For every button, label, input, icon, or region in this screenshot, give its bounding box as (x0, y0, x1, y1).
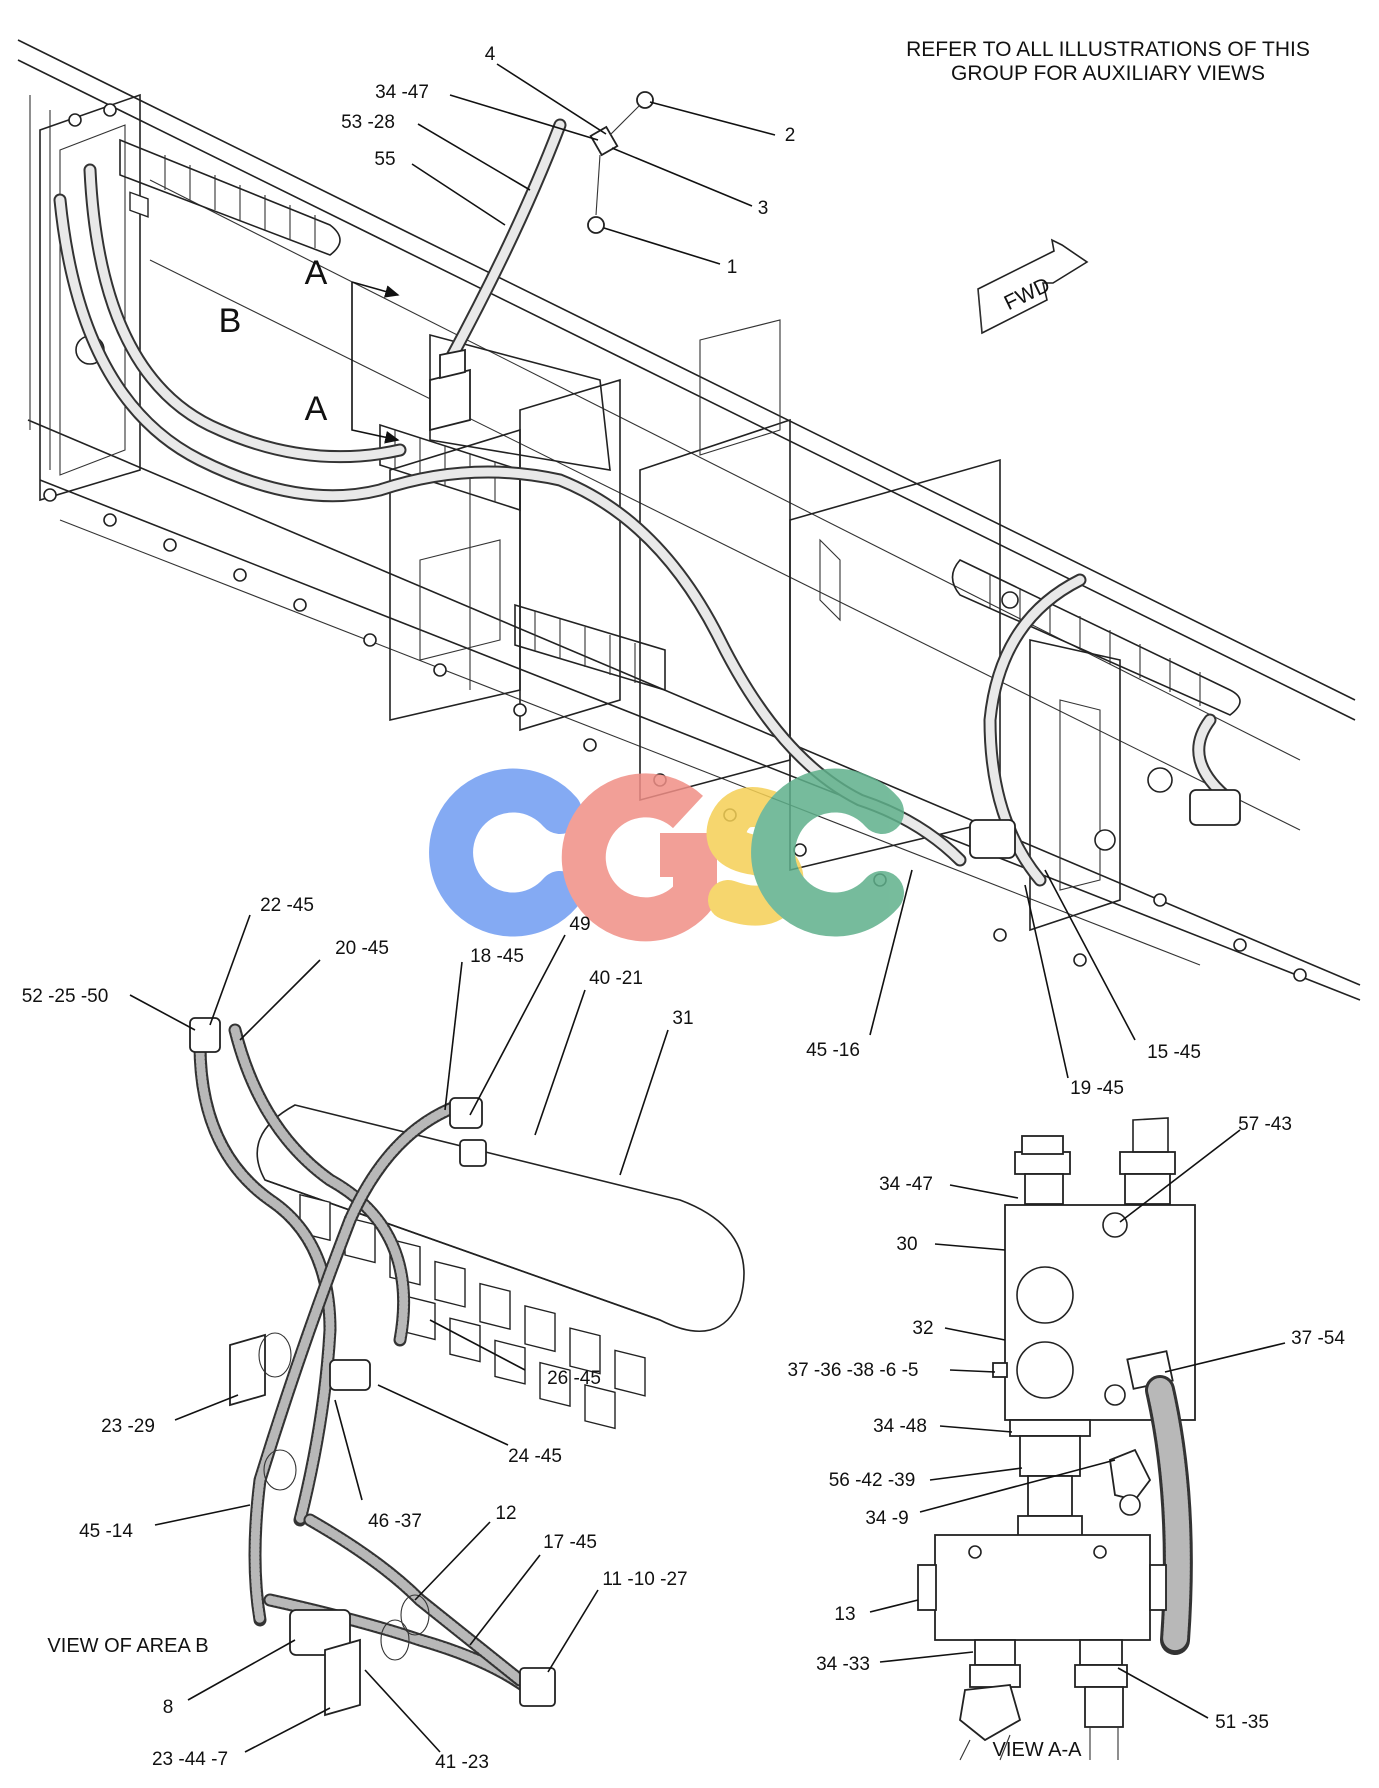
callout-57-43: 57 -43 (1238, 1114, 1292, 1135)
callout-1: 1 (727, 257, 738, 278)
watermark (429, 768, 904, 942)
note-line-2: GROUP FOR AUXILIARY VIEWS (951, 62, 1265, 85)
header-note: REFER TO ALL ILLUSTRATIONS OF THIS GROUP… (906, 38, 1310, 85)
view-b-cable-chain (256, 1104, 745, 1430)
callout-34-47-top: 34 -47 (375, 82, 429, 103)
section-markers: A A B (219, 254, 400, 444)
view-b-hoses (193, 1023, 537, 1697)
callout-41-23: 41 -23 (435, 1752, 489, 1773)
callout-15-45: 15 -45 (1147, 1042, 1201, 1063)
callout-24-45: 24 -45 (508, 1446, 562, 1467)
callout-34-48: 34 -48 (873, 1416, 927, 1437)
fwd-label: FWD (1001, 273, 1054, 315)
callout-8: 8 (163, 1697, 174, 1718)
watermark-letter-1 (429, 768, 582, 937)
callout-45-14: 45 -14 (79, 1521, 133, 1542)
watermark-letter-4 (751, 768, 904, 937)
callout-53-28: 53 -28 (341, 112, 395, 133)
callout-12: 12 (495, 1503, 516, 1524)
callout-37-54: 37 -54 (1291, 1328, 1345, 1349)
top-callouts: 4 34 -47 53 -28 55 2 3 1 45 -16 19 -45 1… (341, 44, 1201, 1099)
callout-22-45: 22 -45 (260, 895, 314, 916)
callout-19-45: 19 -45 (1070, 1078, 1124, 1099)
view-area-b: VIEW OF AREA B 22 -45 20 -45 52 -25 -50 … (22, 895, 745, 1773)
callout-3: 3 (758, 198, 769, 219)
callout-32: 32 (912, 1318, 933, 1339)
callout-31: 31 (672, 1008, 693, 1029)
view-b-caption: VIEW OF AREA B (47, 1635, 208, 1657)
note-line-1: REFER TO ALL ILLUSTRATIONS OF THIS (906, 38, 1310, 61)
callout-34-33: 34 -33 (816, 1654, 870, 1675)
forward-arrow-icon: FWD (977, 238, 1089, 335)
callout-40-21: 40 -21 (589, 968, 643, 989)
callout-23-44-7: 23 -44 -7 (152, 1749, 228, 1770)
callout-4: 4 (485, 44, 496, 65)
callout-11-10-27: 11 -10 -27 (602, 1569, 687, 1590)
callout-55: 55 (374, 149, 395, 170)
callout-18-45: 18 -45 (470, 946, 524, 967)
valve-8 (289, 1609, 351, 1656)
callout-20-45: 20 -45 (335, 938, 389, 959)
section-a-top: A (305, 254, 328, 292)
section-a-bottom: A (305, 390, 328, 428)
callout-17-45: 17 -45 (543, 1532, 597, 1553)
main-hoses (53, 118, 1237, 887)
fitting-upper-left (189, 1017, 221, 1053)
callout-26-45: 26 -45 (547, 1368, 601, 1389)
callout-45-16: 45 -16 (806, 1040, 860, 1061)
callout-46-37: 46 -37 (368, 1511, 422, 1532)
callout-52-25-50: 52 -25 -50 (22, 986, 109, 1007)
view-aa: VIEW A-A 57 -43 34 -47 30 32 37 -36 -38 … (788, 1114, 1346, 1761)
callout-56-42-39: 56 -42 -39 (829, 1470, 916, 1491)
view-aa-caption: VIEW A-A (993, 1739, 1083, 1761)
watermark-letter-2 (561, 773, 717, 942)
callout-37-36-38-6-5: 37 -36 -38 -6 -5 (788, 1360, 919, 1381)
callout-13: 13 (834, 1604, 855, 1625)
bracket-23-29 (229, 1333, 266, 1407)
callout-49: 49 (569, 914, 590, 935)
area-b-label: B (219, 302, 242, 340)
callout-51-35: 51 -35 (1215, 1712, 1269, 1733)
valve-13 (934, 1534, 1151, 1641)
callout-30: 30 (896, 1234, 917, 1255)
callout-23-29: 23 -29 (101, 1416, 155, 1437)
frame-bolts (43, 488, 1307, 982)
callout-34-9: 34 -9 (865, 1508, 908, 1529)
callout-34-47-aa: 34 -47 (879, 1174, 933, 1195)
callout-2: 2 (785, 125, 796, 146)
